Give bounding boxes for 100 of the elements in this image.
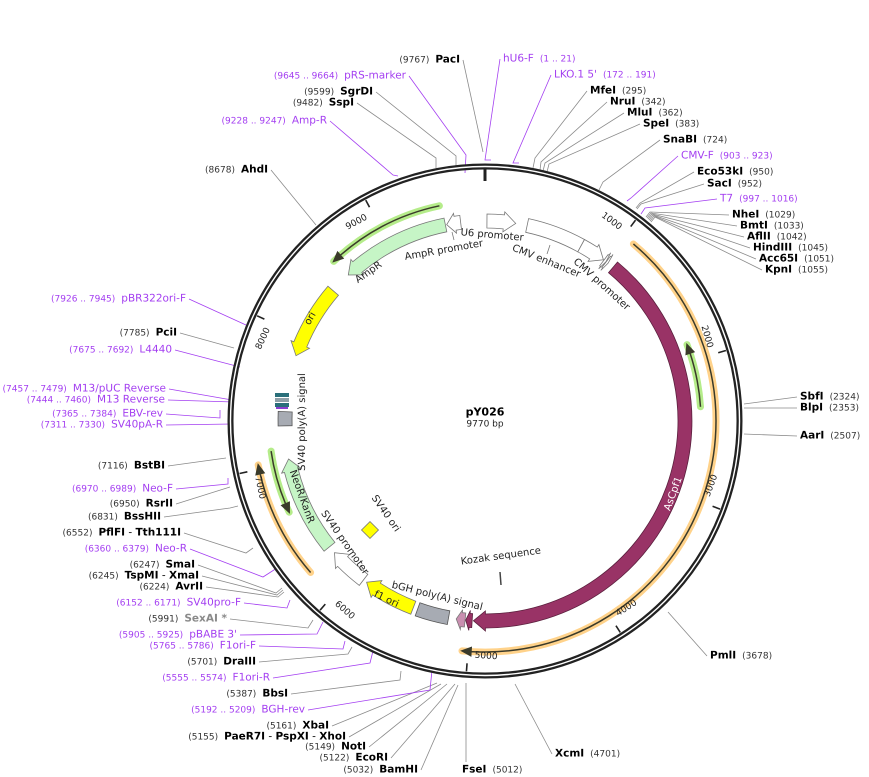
position-range: (997 .. 1016) [739, 196, 798, 204]
position-range: (5012) [492, 766, 522, 776]
enzyme-name: BlpI [800, 402, 824, 413]
enzyme-name: PaeR7I - PspXI - XhoI [224, 732, 346, 742]
leader-line [646, 212, 738, 226]
primer-name: T7 [720, 194, 734, 204]
primer-name: L4440 [139, 344, 172, 355]
enzyme-name: SexAI * [184, 614, 227, 624]
position-range: (2507) [830, 432, 860, 442]
position-range: (3678) [742, 652, 772, 662]
leader-line [168, 458, 226, 466]
position-range: (6245) [88, 572, 119, 582]
primer-name: Amp-R [292, 116, 327, 126]
position-range: (6970 .. 6989) [72, 486, 136, 494]
leader-line [408, 76, 466, 174]
leader-line [542, 112, 624, 172]
leader-line [420, 684, 458, 770]
position-range: (6152 .. 6171) [116, 600, 181, 608]
enzyme-name: BamHI [379, 764, 418, 775]
enzyme-name: NheI [732, 210, 760, 220]
leader-line [376, 92, 456, 166]
position-range: (1051) [804, 256, 834, 264]
position-range: (5555 .. 5574) [162, 674, 227, 684]
tick-label: 2000 [698, 324, 714, 350]
position-range: (1 .. 21) [540, 56, 576, 64]
position-range: (724) [703, 136, 728, 146]
leader-line [258, 640, 346, 650]
position-range: (950) [749, 168, 774, 178]
position-range: (5701) [187, 658, 218, 668]
leader-line [290, 670, 402, 694]
leader-line [272, 650, 374, 678]
leader-line [640, 198, 718, 214]
leader-line [348, 684, 442, 738]
position-range: (6360 .. 6379) [84, 546, 149, 554]
leader-line [190, 548, 278, 578]
leader-line [540, 102, 608, 170]
leader-line [176, 486, 230, 504]
position-range: (342) [641, 98, 666, 108]
position-range: (383) [675, 120, 700, 130]
leader-line [244, 600, 290, 608]
feature-label: SV40 poly(A) signal [298, 373, 308, 471]
position-range: (1055) [798, 266, 828, 276]
leader-line [626, 156, 678, 202]
enzyme-name: PmlI [710, 650, 736, 661]
position-range: (7311 .. 7330) [40, 422, 106, 430]
leader-line [648, 214, 750, 248]
primer-name: BGH-rev [261, 704, 305, 715]
enzyme-name: PflFI - Tth111I [98, 528, 181, 538]
position-range: (7444 .. 7460) [26, 396, 92, 406]
enzyme-name: TspMI - XmaI [124, 570, 199, 581]
position-range: (4701) [590, 750, 620, 760]
leader-line [546, 124, 640, 172]
enzyme-name: AhdI [240, 164, 268, 175]
leader-line [230, 618, 314, 628]
position-range: (5032) [343, 766, 374, 776]
primer-name: CMV-F [681, 150, 714, 161]
enzyme-name: Eco53kI [697, 166, 744, 177]
position-range: (1042) [776, 234, 807, 242]
enzyme-name: PacI [435, 54, 460, 65]
primer-name: Neo-F [142, 484, 173, 494]
tick-label: 8000 [254, 326, 272, 352]
primer-name: pBR322ori-F [121, 294, 186, 304]
feature-label: Kozak sequence [460, 546, 542, 568]
enzyme-name: SgrDI [340, 86, 373, 97]
position-range: (5155) [188, 734, 218, 742]
leader-line [484, 58, 500, 160]
enzyme-name: SbfI [800, 392, 824, 402]
primer-name: LKO.1 5' [554, 70, 597, 80]
leader-line [462, 60, 484, 152]
leader-line [356, 102, 436, 168]
position-range: (7116) [98, 462, 128, 472]
enzyme-name: BstBI [134, 460, 165, 471]
enzyme-name: SacI [707, 178, 732, 189]
position-range: (9228 .. 9247) [222, 118, 286, 126]
tick-label: 3000 [704, 474, 720, 498]
leader-line [744, 396, 798, 404]
primer-name: M13 Reverse [97, 394, 165, 405]
leader-line [188, 298, 246, 326]
position-range: (295) [622, 88, 646, 96]
leader-line [240, 622, 324, 636]
enzyme-name: MfeI [590, 86, 616, 96]
position-range: (903 .. 923) [720, 152, 773, 162]
enzyme-name: BmtI [740, 220, 768, 231]
leader-line [650, 216, 762, 270]
enzyme-name: EcoRI [355, 752, 388, 763]
primer-name: SV40pA-R [111, 420, 163, 430]
primer-name: M13/pUC Reverse [72, 384, 166, 394]
leader-line [390, 684, 456, 758]
position-range: (7365 .. 7384) [52, 410, 116, 420]
feature-label: ori [303, 310, 319, 328]
feature-label: f1 ori [372, 590, 400, 610]
leader-line [166, 410, 220, 418]
primer-name: SV40pro-F [186, 598, 241, 608]
leader-line [164, 506, 238, 518]
enzyme-name: XcmI [555, 748, 584, 759]
position-range: (6247) [130, 562, 160, 570]
primer-name: pRS-marker [344, 70, 406, 81]
leader-line [368, 684, 448, 748]
leader-line [598, 140, 660, 190]
position-range: (9767) [399, 56, 430, 66]
